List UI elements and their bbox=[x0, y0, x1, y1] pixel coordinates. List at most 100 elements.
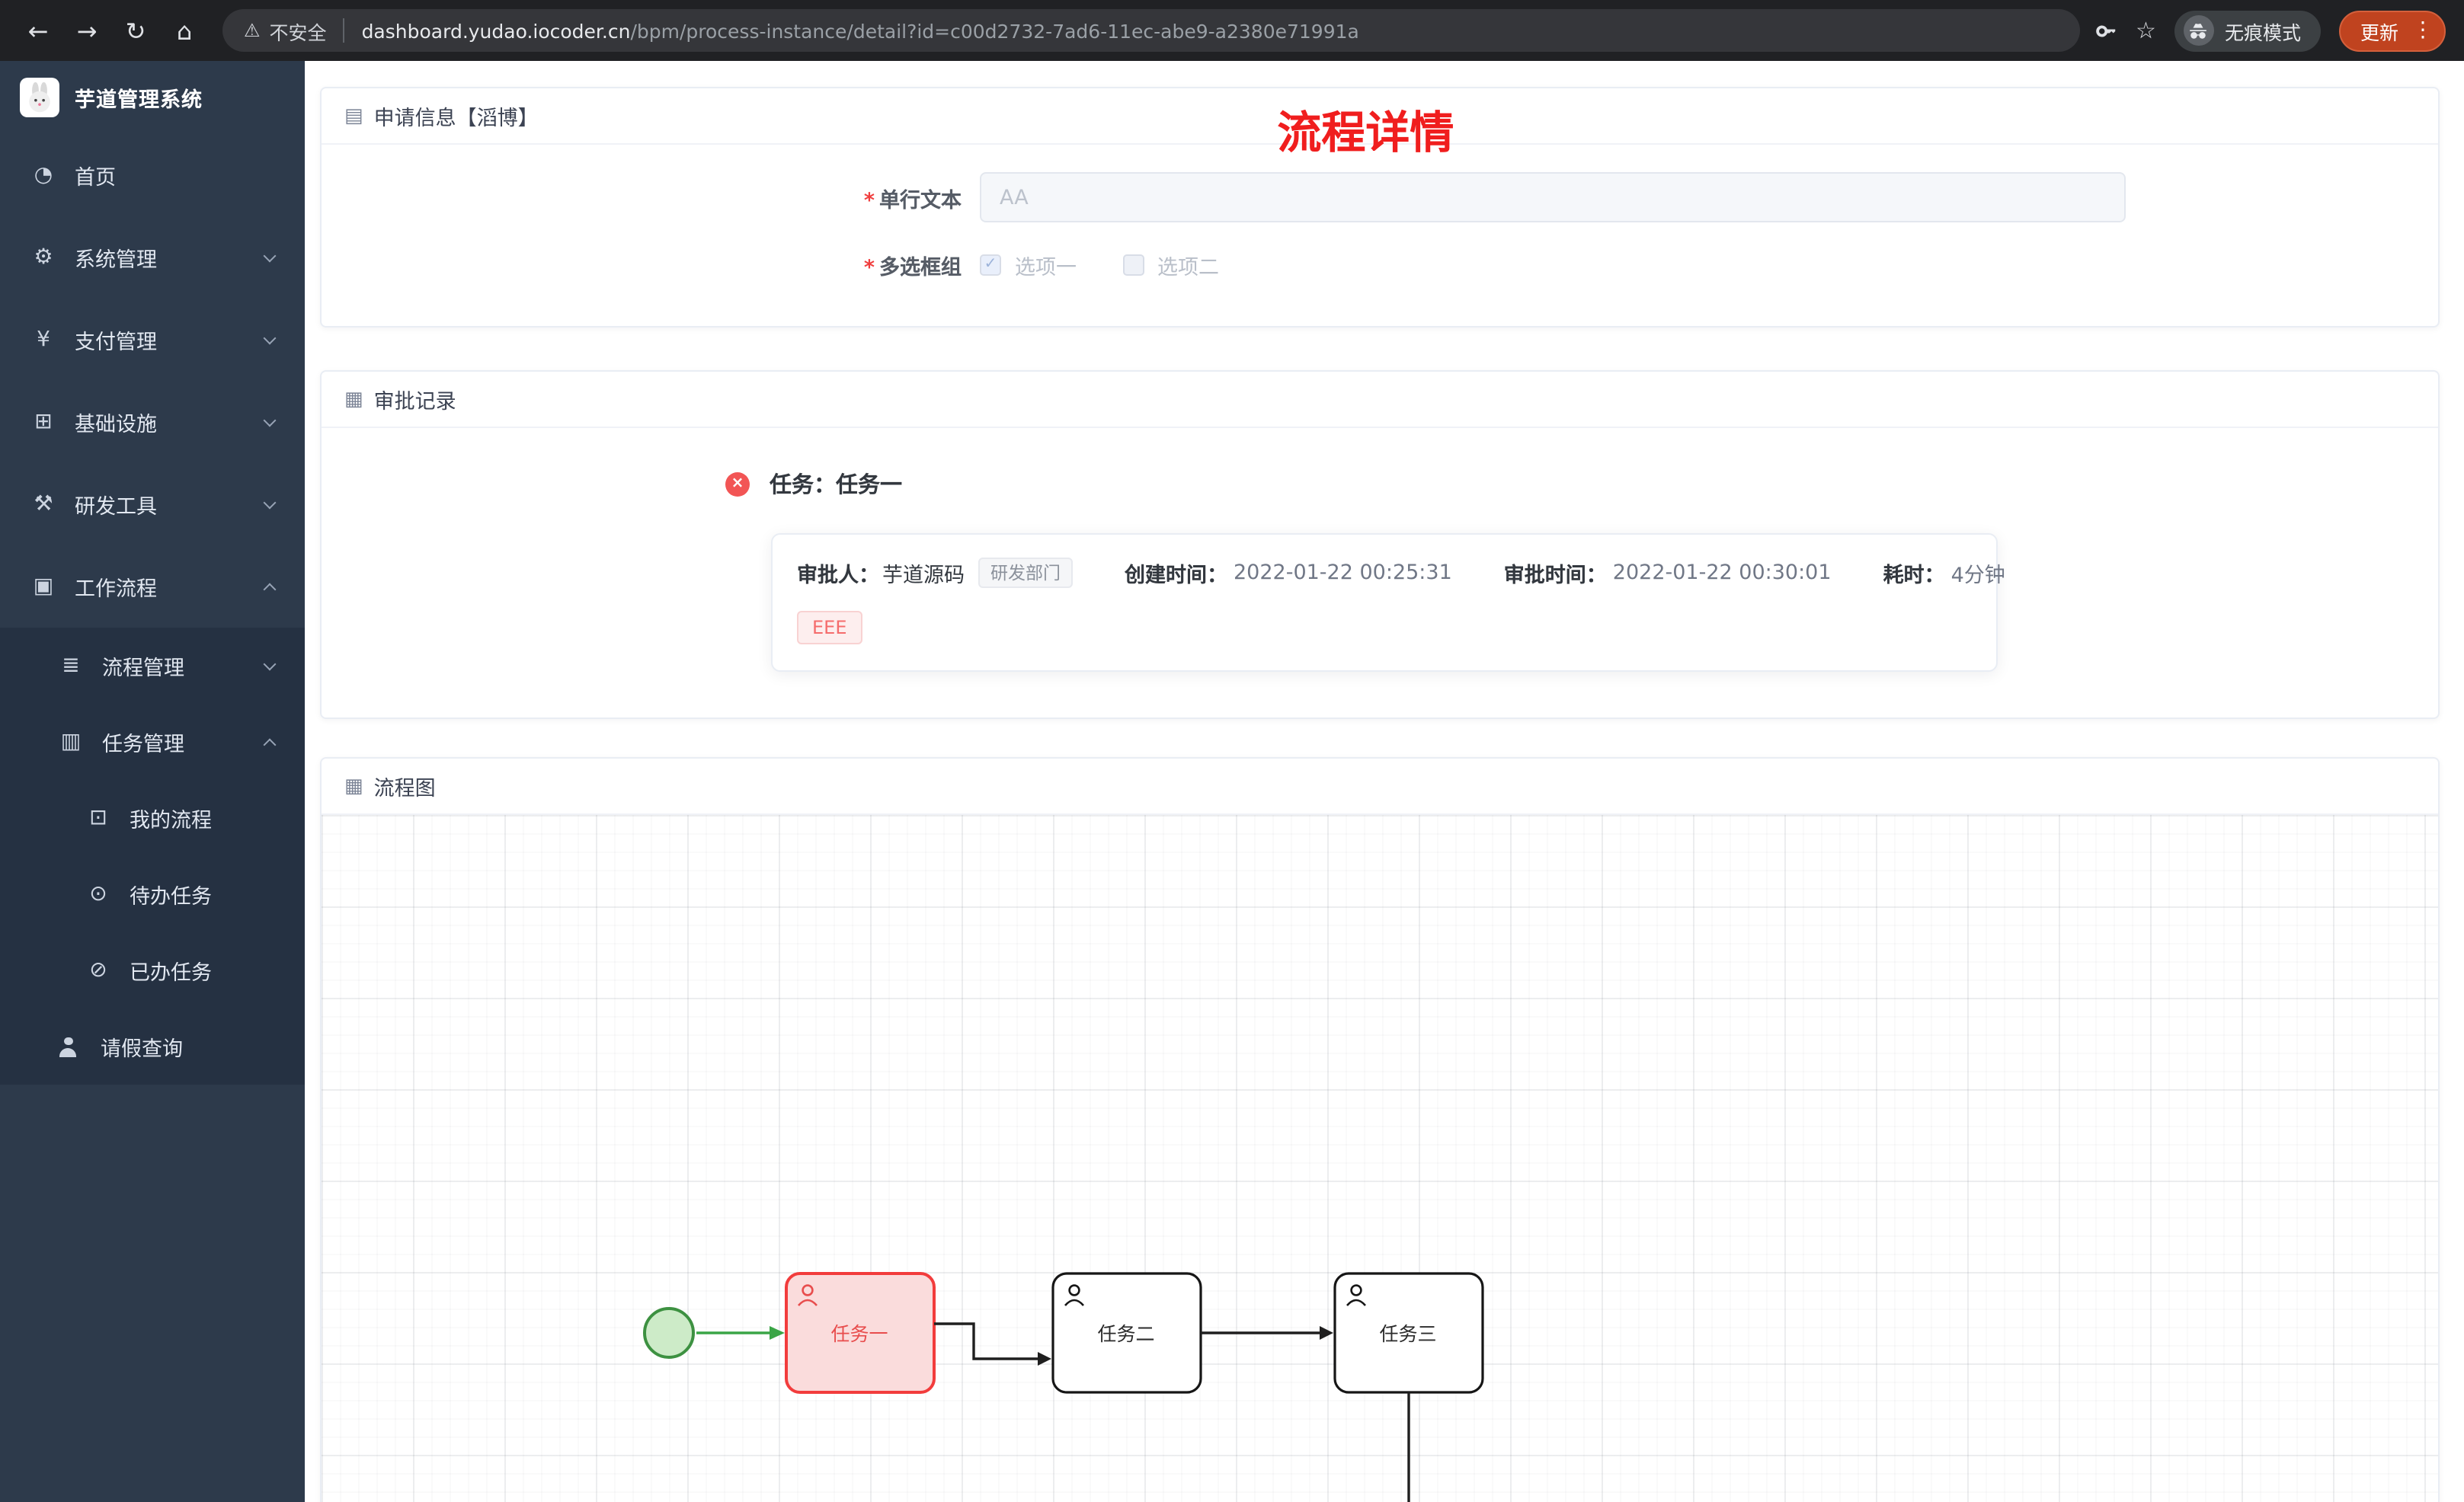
user-task-icon bbox=[1346, 1299, 1366, 1306]
sidebar-item-label: 任务管理 bbox=[102, 733, 184, 757]
approve-time-field: 审批时间： 2022-01-22 00:30:01 bbox=[1504, 558, 1832, 588]
create-time-label: 创建时间： bbox=[1125, 564, 1227, 588]
approver-field: 审批人： 芋道源码 研发部门 bbox=[797, 558, 1073, 588]
sidebar-item-label: 待办任务 bbox=[130, 885, 212, 909]
sidebar-item-system[interactable]: ⚙ 系统管理 bbox=[0, 216, 305, 299]
chevron-down-icon bbox=[263, 331, 277, 344]
address-bar[interactable]: ⚠ 不安全 dashboard.yudao.iocoder.cn/bpm/pro… bbox=[222, 9, 2080, 52]
sidebar-item-devtools[interactable]: ⚒ 研发工具 bbox=[0, 463, 305, 545]
approval-reason-line: EEE bbox=[797, 611, 1972, 644]
sidebar-item-done-tasks[interactable]: ⊘ 已办任务 bbox=[0, 932, 305, 1008]
single-text-input[interactable] bbox=[980, 172, 2126, 222]
timeline-item: × 任务：任务一 bbox=[725, 468, 2438, 500]
browser-forward-button[interactable]: → bbox=[76, 16, 98, 45]
bpmn-canvas[interactable]: 任务一 任务二 bbox=[322, 815, 2438, 1502]
sidebar-item-workflow[interactable]: ▣ 工作流程 bbox=[0, 545, 305, 628]
bpmn-flow-task1-to-task2 bbox=[934, 1322, 1039, 1360]
bookmark-star-icon[interactable]: ☆ bbox=[2136, 17, 2156, 44]
checkbox-checked[interactable]: ✓ bbox=[980, 254, 1001, 276]
eye-icon: ⊙ bbox=[89, 882, 107, 906]
browser-toolbar: ← → ↻ ⌂ ⚠ 不安全 dashboard.yudao.iocoder.cn… bbox=[0, 0, 2464, 61]
check-icon: ✓ bbox=[984, 256, 997, 273]
gear-icon: ⚙ bbox=[34, 245, 53, 270]
logo-rabbit-icon bbox=[20, 78, 59, 117]
approval-detail-card: 审批人： 芋道源码 研发部门 创建时间： 2022-01-22 00:25:31… bbox=[771, 533, 2005, 672]
user-task-icon bbox=[1350, 1284, 1362, 1296]
sidebar-item-my-process[interactable]: ⊡ 我的流程 bbox=[0, 780, 305, 856]
incognito-badge: 无痕模式 bbox=[2174, 10, 2321, 51]
checkbox-option-1[interactable]: ✓ 选项一 bbox=[980, 250, 1077, 280]
checkbox-group-label: *多选框组 bbox=[863, 256, 962, 280]
sidebar-menu: ◔ 首页 ⚙ 系统管理 ¥ 支付管理 ⊞ 基础设施 bbox=[0, 134, 305, 1085]
sidebar-item-label: 研发工具 bbox=[75, 495, 157, 519]
logo[interactable]: 芋道管理系统 bbox=[0, 61, 305, 134]
task-rejected-icon: × bbox=[725, 471, 750, 496]
user-task-icon bbox=[1064, 1299, 1084, 1306]
sidebar-item-home[interactable]: ◔ 首页 bbox=[0, 134, 305, 216]
chat-icon: ⊡ bbox=[89, 806, 107, 830]
browser-menu-icon[interactable]: ⋮ bbox=[2412, 18, 2434, 43]
sidebar-item-label: 流程管理 bbox=[102, 657, 184, 681]
approver-name: 芋道源码 bbox=[882, 564, 965, 588]
approval-record-body: × 任务：任务一 审批人： 芋道源码 研发部门 创建时间： bbox=[322, 428, 2438, 717]
sidebar-item-infrastructure[interactable]: ⊞ 基础设施 bbox=[0, 381, 305, 463]
duration-field: 耗时： 4分钟 bbox=[1883, 558, 2005, 588]
bpmn-start-event[interactable] bbox=[643, 1307, 695, 1359]
required-asterisk: * bbox=[863, 256, 875, 280]
dashboard-icon: ◔ bbox=[34, 163, 53, 187]
workflow-submenu: ≣ 流程管理 ▥ 任务管理 ⊡ 我的流程 ⊙ 待 bbox=[0, 628, 305, 1085]
approval-record-card-header: ▦ 审批记录 bbox=[322, 372, 2438, 428]
diagram-icon: ▦ bbox=[344, 775, 363, 797]
chevron-up-icon bbox=[263, 582, 277, 596]
apply-info-card: 流程详情 ▤ 申请信息【滔博】 *单行文本 *多选框组 bbox=[320, 87, 2440, 328]
sidebar-item-task-management[interactable]: ▥ 任务管理 bbox=[0, 704, 305, 780]
apply-info-card-header: ▤ 申请信息【滔博】 bbox=[322, 88, 2438, 145]
checkbox-option-2[interactable]: 选项二 bbox=[1122, 250, 1219, 280]
checkbox-group: ✓ 选项一 选项二 bbox=[980, 250, 1219, 280]
approve-time-value: 2022-01-22 00:30:01 bbox=[1612, 561, 1832, 585]
key-icon[interactable] bbox=[2094, 19, 2117, 42]
sidebar-item-todo-tasks[interactable]: ⊙ 待办任务 bbox=[0, 856, 305, 932]
browser-reload-button[interactable]: ↻ bbox=[125, 16, 146, 45]
bpmn-task-3[interactable]: 任务三 bbox=[1333, 1272, 1484, 1394]
browser-home-button[interactable]: ⌂ bbox=[176, 16, 193, 45]
security-label: 不安全 bbox=[269, 21, 327, 43]
user-task-icon bbox=[802, 1284, 814, 1296]
security-badge[interactable]: ⚠ 不安全 bbox=[244, 18, 345, 43]
arrowhead-green bbox=[770, 1326, 785, 1340]
sidebar-item-label: 工作流程 bbox=[75, 577, 157, 602]
chevron-down-icon bbox=[263, 657, 277, 670]
sidebar-item-label: 基础设施 bbox=[75, 413, 157, 437]
chevron-down-icon bbox=[263, 413, 277, 427]
document-icon: ▤ bbox=[344, 104, 363, 127]
approve-time-label: 审批时间： bbox=[1503, 564, 1607, 588]
approval-record-card: ▦ 审批记录 × 任务：任务一 审批人： 芋道源码 研发部门 bbox=[320, 370, 2440, 719]
task-title: 任务：任务一 bbox=[770, 474, 902, 498]
apply-form: *单行文本 *多选框组 ✓ 选项一 bbox=[322, 145, 2438, 326]
person-icon bbox=[58, 1037, 78, 1056]
checkbox-unchecked[interactable] bbox=[1122, 254, 1144, 276]
update-button[interactable]: 更新 ⋮ bbox=[2338, 10, 2446, 51]
chevron-down-icon bbox=[263, 248, 277, 262]
bpmn-task-2[interactable]: 任务二 bbox=[1051, 1272, 1202, 1394]
main-content: 流程详情 ▤ 申请信息【滔博】 *单行文本 *多选框组 bbox=[305, 61, 2464, 1502]
bpmn-task-3-label: 任务三 bbox=[1379, 1323, 1436, 1345]
form-row-single-text: *单行文本 bbox=[322, 172, 2438, 222]
bpmn-diagram: 任务一 任务二 bbox=[643, 1272, 1484, 1502]
apply-info-card-title: 申请信息【滔博】 bbox=[373, 107, 539, 131]
approval-detail-line: 审批人： 芋道源码 研发部门 创建时间： 2022-01-22 00:25:31… bbox=[797, 558, 2005, 588]
sidebar-item-leave-query[interactable]: 请假查询 bbox=[0, 1008, 305, 1085]
browser-back-button[interactable]: ← bbox=[27, 16, 49, 45]
warning-icon: ⚠ bbox=[244, 20, 261, 41]
reason-tag: EEE bbox=[797, 611, 862, 644]
app: 芋道管理系统 ◔ 首页 ⚙ 系统管理 ¥ 支付管理 ⊞ bbox=[0, 61, 2464, 1502]
sidebar-item-label: 支付管理 bbox=[75, 331, 157, 355]
sidebar-item-payment[interactable]: ¥ 支付管理 bbox=[0, 299, 305, 381]
app-title: 芋道管理系统 bbox=[75, 88, 203, 113]
sidebar-item-process-management[interactable]: ≣ 流程管理 bbox=[0, 628, 305, 704]
bpmn-task-1[interactable]: 任务一 bbox=[785, 1272, 936, 1394]
update-label: 更新 bbox=[2360, 21, 2398, 43]
bpmn-task-2-label: 任务二 bbox=[1097, 1323, 1154, 1345]
duration-value: 4分钟 bbox=[1950, 564, 2005, 588]
